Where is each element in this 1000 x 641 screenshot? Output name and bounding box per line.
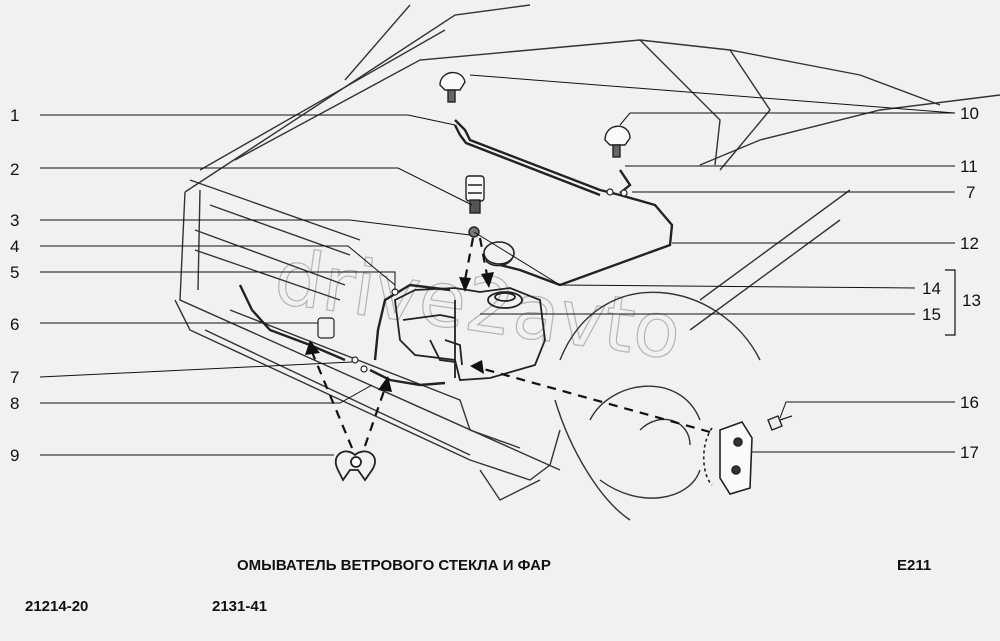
callout-3: 3 [10, 211, 19, 230]
washer-hoses [238, 119, 674, 387]
callout-9: 9 [10, 446, 19, 465]
callout-12: 12 [960, 234, 979, 253]
callout-8: 8 [10, 394, 19, 413]
callout-11: 11 [960, 157, 978, 176]
washer-reservoir [394, 287, 546, 381]
arrow-heads [305, 272, 494, 392]
callout-17: 17 [960, 443, 979, 462]
callout-2: 2 [10, 160, 19, 179]
leader-lines [39, 74, 956, 456]
callout-10: 10 [960, 104, 979, 123]
callout-1: 1 [10, 106, 19, 125]
reservoir-bracket [702, 421, 753, 495]
callout-7-right: 7 [966, 183, 975, 202]
group-bracket-13 [945, 269, 956, 336]
callout-15: 15 [922, 305, 941, 324]
washer-pump [465, 175, 485, 238]
bolt [767, 415, 793, 431]
hose-clip [334, 450, 376, 482]
callout-16: 16 [960, 393, 979, 412]
callout-14: 14 [922, 279, 941, 298]
assembly-arrows [310, 237, 711, 449]
callouts: 1 2 3 4 5 6 7 8 9 10 11 7 12 14 15 13 16… [10, 104, 981, 465]
diagram-title: ОМЫВАТЕЛЬ ВЕТРОВОГО СТЕКЛА И ФАР [237, 557, 551, 574]
callout-13: 13 [962, 291, 981, 310]
callout-4: 4 [10, 237, 19, 256]
hose-fittings [317, 188, 628, 373]
nozzles [439, 71, 631, 158]
callout-7-left: 7 [10, 368, 19, 387]
model-code-left: 21214-20 [25, 598, 88, 615]
model-code-right: 2131-41 [212, 598, 267, 615]
callout-5: 5 [10, 263, 19, 282]
diagram-code: E211 [897, 557, 931, 574]
vehicle-body-outline [174, 4, 1000, 521]
callout-6: 6 [10, 315, 19, 334]
reservoir-cap [483, 241, 515, 267]
